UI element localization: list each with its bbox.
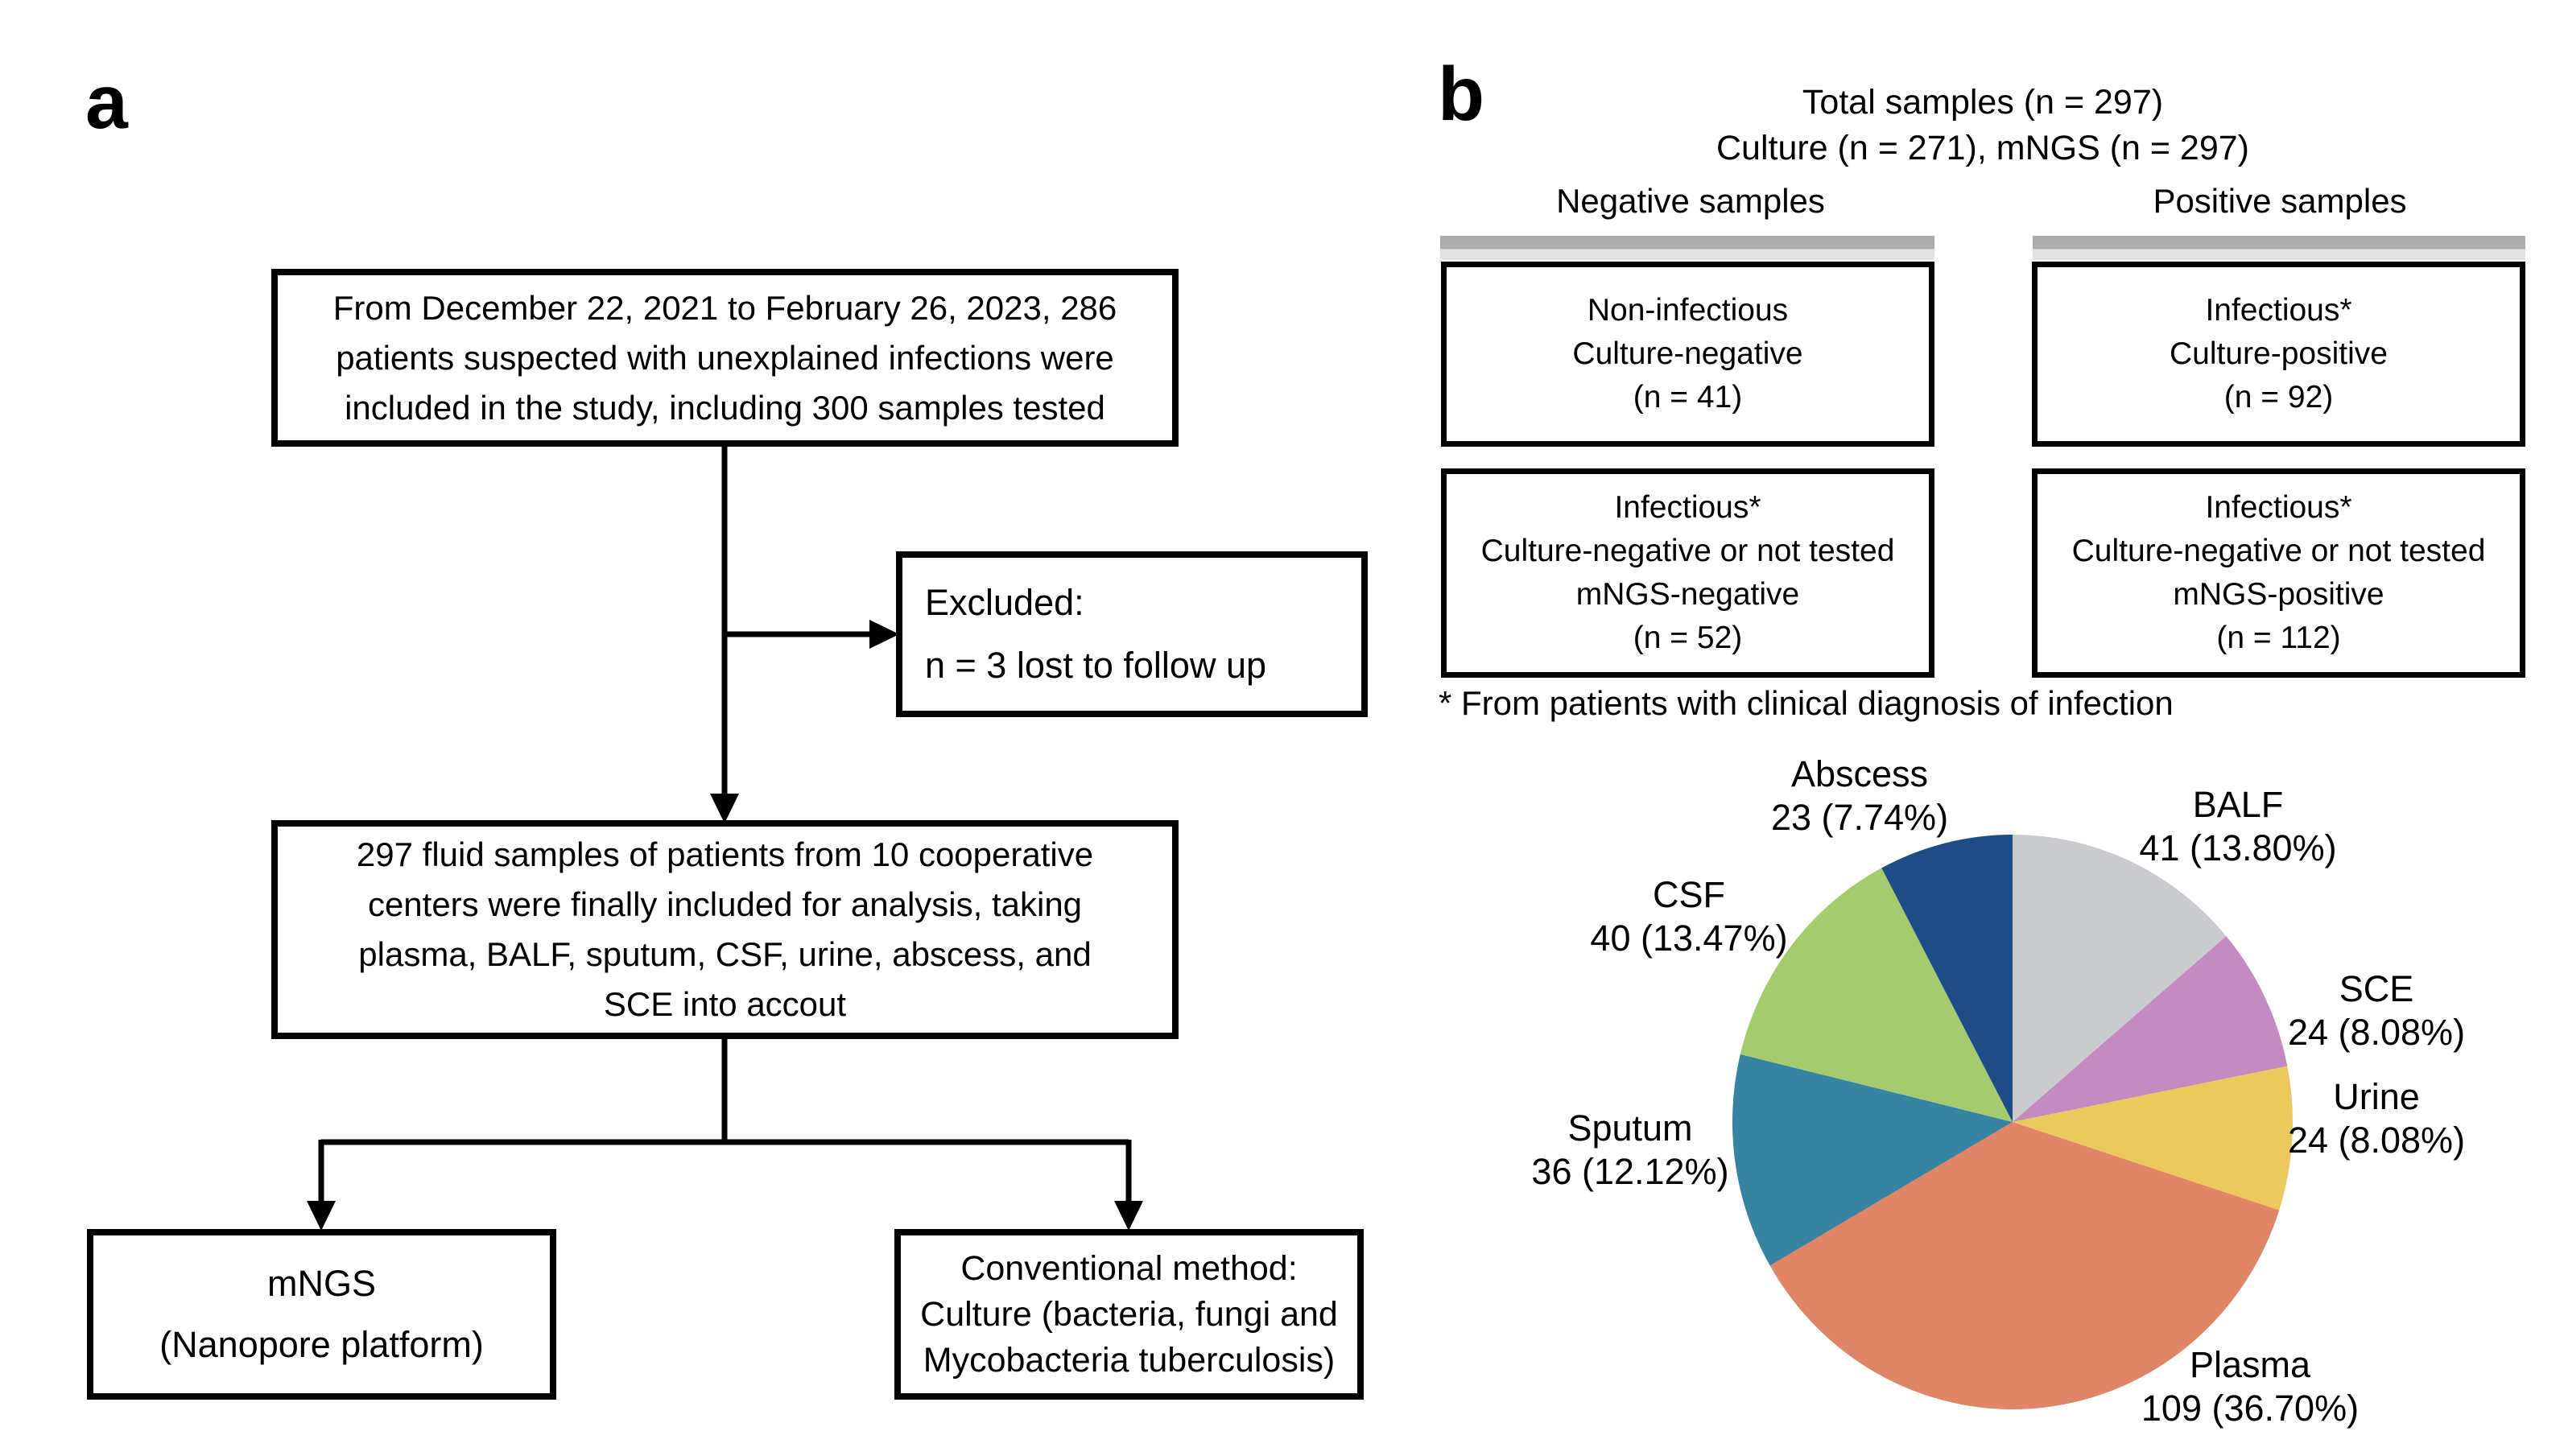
pie-label-name: SCE xyxy=(2339,968,2414,1009)
pie-label-value: 41 (13.80%) xyxy=(2139,827,2337,868)
sample-box-noninfectious-culture-negative: Non-infectious Culture-negative (n = 41) xyxy=(1441,262,1934,447)
pie-label-value: 23 (7.74%) xyxy=(1770,797,1949,838)
arrowhead-right-excluded xyxy=(869,620,899,649)
pie-label-value: 36 (12.12%) xyxy=(1531,1151,1729,1192)
pie-label-sputum: Sputum 36 (12.12%) xyxy=(1531,1107,1728,1194)
flow-box-included-line: 297 fluid samples of patients from 10 co… xyxy=(356,835,1094,873)
panel-b-title-line2: Culture (n = 271), mNGS (n = 297) xyxy=(1716,129,2250,167)
sample-box-line: Culture-negative or not tested xyxy=(2071,534,2486,568)
flow-box-enrollment: From December 22, 2021 to February 26, 2… xyxy=(271,269,1179,447)
flow-box-conventional-line: Culture (bacteria, fungi and xyxy=(920,1294,1338,1334)
pie-label-name: CSF xyxy=(1653,874,1725,915)
flow-box-included-line: centers were finally included for analys… xyxy=(367,885,1083,923)
pie-label-name: Plasma xyxy=(2189,1344,2311,1385)
flow-box-conventional-line: Conventional method: xyxy=(960,1248,1298,1288)
pie-label-sce: SCE 24 (8.08%) xyxy=(2288,967,2465,1054)
pie-label-value: 40 (13.47%) xyxy=(1590,918,1788,959)
flow-box-excluded-line: n = 3 lost to follow up xyxy=(925,645,1267,686)
panel-a-letter: a xyxy=(85,60,128,145)
flow-box-included-line: SCE into accout xyxy=(603,985,847,1023)
pie-label-value: 24 (8.08%) xyxy=(2287,1012,2466,1053)
pie-label-value: 109 (36.70%) xyxy=(2141,1388,2360,1429)
sample-box-line: mNGS-negative xyxy=(1575,577,1800,612)
flow-box-excluded-line: Excluded: xyxy=(925,582,1084,623)
pie-label-name: BALF xyxy=(2192,784,2284,825)
pie-label-abscess: Abscess 23 (7.74%) xyxy=(1771,753,1948,839)
footnote: * From patients with clinical diagnosis … xyxy=(1439,684,2174,722)
panel-b-letter: b xyxy=(1438,52,1485,137)
flow-box-enrollment-line: patients suspected with unexplained infe… xyxy=(336,338,1114,377)
sample-box-line: (n = 92) xyxy=(2223,380,2334,415)
sample-box-line: Non-infectious xyxy=(1587,293,1789,328)
arrowhead-down-mngs xyxy=(307,1201,336,1231)
pie-label-value: 24 (8.08%) xyxy=(2287,1120,2466,1161)
sample-box-line: Infectious* xyxy=(2205,490,2352,525)
flow-box-conventional-line: Mycobacteria tuberculosis) xyxy=(923,1340,1336,1380)
pie-slice-csf xyxy=(1740,868,2013,1122)
panel-b-title-line1: Total samples (n = 297) xyxy=(1802,83,2164,122)
flow-box-excluded: Excluded: n = 3 lost to follow up xyxy=(896,551,1368,717)
column-header-positive: Positive samples xyxy=(2153,182,2407,220)
flow-box-included-line: plasma, BALF, sputum, CSF, urine, absces… xyxy=(358,935,1092,973)
sample-box-infectious-mngs-positive: Infectious* Culture-negative or not test… xyxy=(2032,468,2525,678)
sample-box-line: (n = 52) xyxy=(1633,621,1743,655)
flow-box-enrollment-line: included in the study, including 300 sam… xyxy=(345,388,1105,427)
flow-box-conventional: Conventional method: Culture (bacteria, … xyxy=(894,1229,1364,1400)
flow-box-mngs: mNGS (Nanopore platform) xyxy=(87,1229,556,1400)
arrowhead-down-box2 xyxy=(710,794,739,823)
sample-box-line: (n = 41) xyxy=(1633,380,1743,415)
arrowhead-down-conventional xyxy=(1114,1201,1143,1231)
column-underline-negative xyxy=(1440,236,1934,260)
sample-box-line: mNGS-positive xyxy=(2173,577,2384,612)
sample-box-infectious-mngs-negative: Infectious* Culture-negative or not test… xyxy=(1441,468,1934,678)
sample-box-line: (n = 112) xyxy=(2216,621,2341,655)
flow-box-included: 297 fluid samples of patients from 10 co… xyxy=(271,820,1179,1039)
pie-label-balf: BALF 41 (13.80%) xyxy=(2139,783,2336,870)
pie-label-name: Urine xyxy=(2333,1076,2420,1117)
pie-label-plasma: Plasma 109 (36.70%) xyxy=(2141,1343,2359,1430)
pie-slice-urine xyxy=(2013,1066,2294,1211)
sample-box-line: Infectious* xyxy=(2205,293,2352,328)
pie-slice-plasma xyxy=(1769,1122,2280,1410)
sample-box-line: Culture-negative or not tested xyxy=(1480,534,1895,568)
flow-box-enrollment-line: From December 22, 2021 to February 26, 2… xyxy=(332,288,1117,327)
column-header-negative: Negative samples xyxy=(1556,182,1825,220)
flow-box-mngs-line: (Nanopore platform) xyxy=(159,1324,484,1365)
flow-box-mngs-line: mNGS xyxy=(267,1263,376,1304)
pie-slice-sputum xyxy=(1732,1054,2013,1266)
sample-box-line: Culture-positive xyxy=(2170,336,2388,371)
pie-label-name: Abscess xyxy=(1790,753,1929,794)
sample-box-infectious-culture-positive: Infectious* Culture-positive (n = 92) xyxy=(2032,262,2525,447)
column-underline-positive xyxy=(2033,236,2525,260)
pie-label-csf: CSF 40 (13.47%) xyxy=(1590,873,1787,960)
sample-box-line: Culture-negative xyxy=(1572,336,1803,371)
pie-slice-sce xyxy=(2013,936,2288,1122)
pie-label-name: Sputum xyxy=(1567,1107,1693,1149)
pie-label-urine: Urine 24 (8.08%) xyxy=(2288,1075,2465,1162)
pie-slice-abscess xyxy=(1881,835,2013,1122)
pie-slice-balf xyxy=(2013,835,2227,1122)
sample-box-line: Infectious* xyxy=(1614,490,1761,525)
